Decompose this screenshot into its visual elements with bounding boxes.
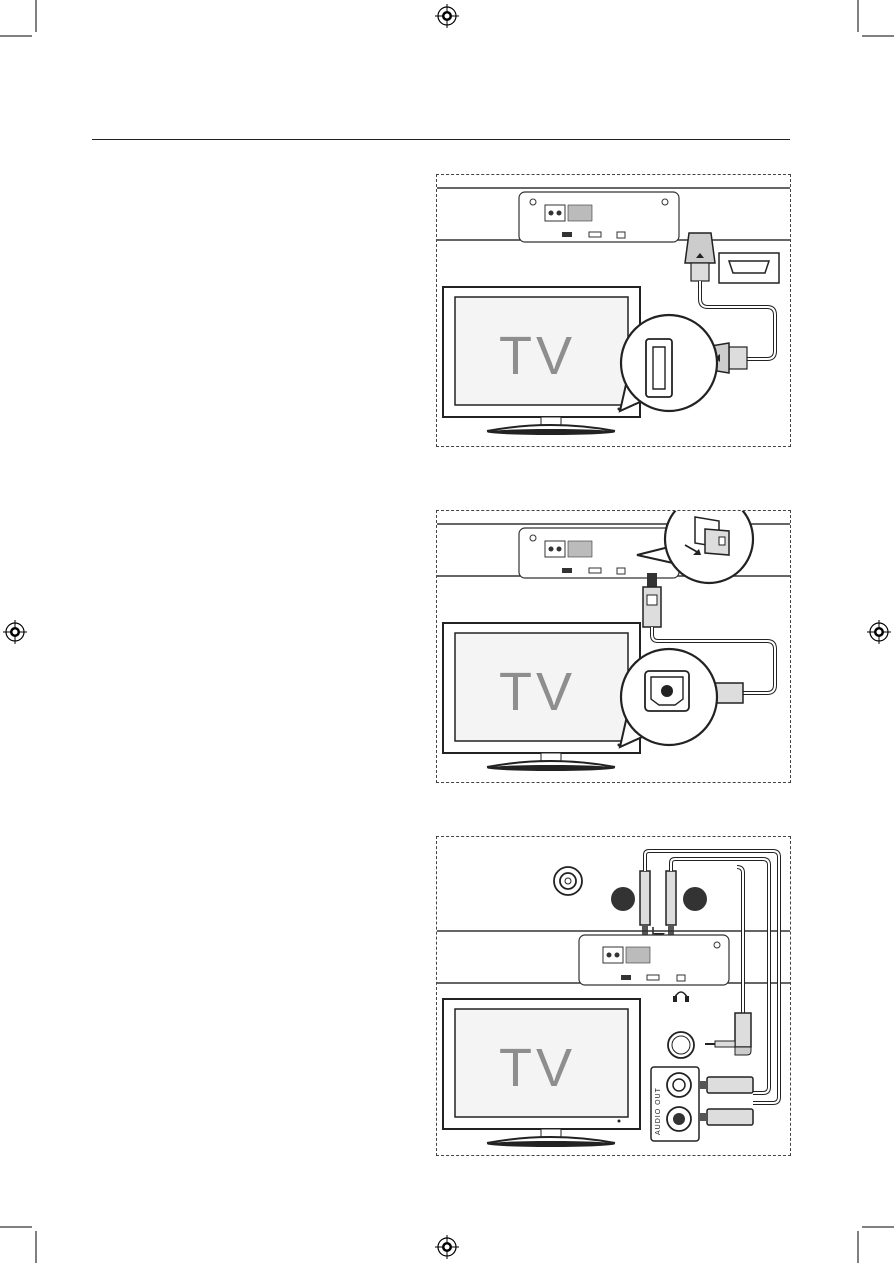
headphone-icon <box>673 992 689 1002</box>
hdmi-connection-diagram: TV <box>436 174 791 447</box>
tv-label: TV <box>499 1037 576 1099</box>
analog-connection-diagram: TV AUDIO OUT <box>436 836 791 1156</box>
registration-mark-icon <box>435 4 459 28</box>
optical-diagram-art <box>437 511 791 783</box>
registration-mark-icon <box>867 620 891 644</box>
hdmi-diagram-art <box>437 175 791 447</box>
soundbar-rear-panel <box>519 192 679 242</box>
analog-diagram-art <box>437 837 791 1156</box>
header-rule <box>92 139 790 140</box>
registration-mark-icon <box>3 620 27 644</box>
registration-mark-icon <box>435 1235 459 1259</box>
audio-out-label: AUDIO OUT <box>655 1087 662 1135</box>
soundbar-rear-panel <box>579 935 729 985</box>
optical-connection-diagram: TV <box>436 510 791 783</box>
tv-label: TV <box>499 661 576 723</box>
tv-label: TV <box>499 325 576 387</box>
